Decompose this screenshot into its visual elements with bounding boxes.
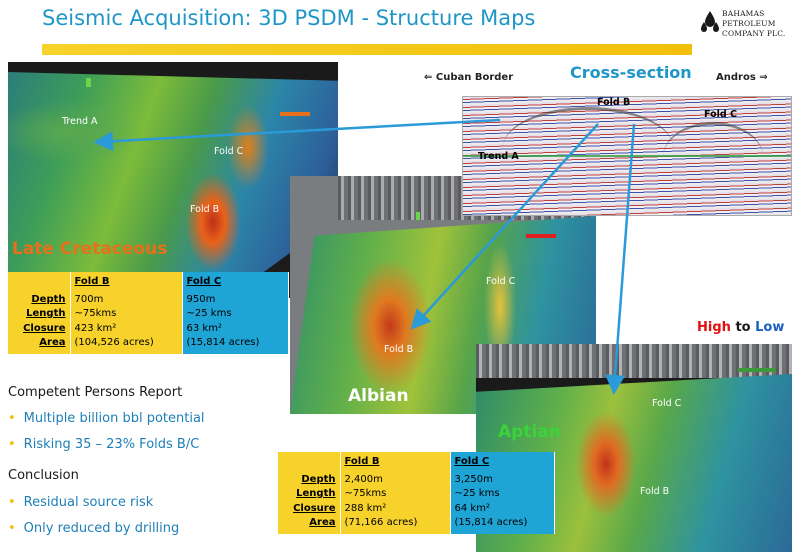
xsec-trend-a-label: Trend A bbox=[478, 151, 519, 162]
table-row: Closure 423 km² 63 km² bbox=[8, 321, 289, 336]
list-item: •Risking 35 – 23% Folds B/C bbox=[8, 437, 200, 452]
lc-fold-c-label: Fold C bbox=[214, 146, 244, 157]
fold-c-value: 63 km² bbox=[182, 321, 289, 336]
table-row: Area (71,166 acres) (15,814 acres) bbox=[278, 516, 555, 534]
albian-title: Albian bbox=[348, 386, 409, 406]
list-item: •Multiple billion bbl potential bbox=[8, 411, 205, 426]
fold-b-value: (104,526 acres) bbox=[70, 336, 183, 354]
cpr-title: Competent Persons Report bbox=[8, 385, 183, 400]
company-logo: BAHAMAS PETROLEUM COMPANY PLC. bbox=[700, 8, 796, 48]
albian-fold-c-label: Fold C bbox=[486, 276, 516, 287]
table-row: Depth 2,400m 3,250m bbox=[278, 472, 555, 487]
cross-section-title: Cross-section bbox=[570, 63, 692, 82]
arrow-left-icon: ⇐ bbox=[424, 72, 436, 83]
header-fold-b: Fold B bbox=[70, 272, 183, 293]
fold-b-value: 423 km² bbox=[70, 321, 183, 336]
late-cretaceous-title: Late Cretaceous bbox=[12, 239, 168, 259]
row-label: Closure bbox=[8, 321, 71, 336]
row-label: Closure bbox=[278, 501, 341, 516]
row-label: Length bbox=[278, 487, 341, 502]
bullet-icon: • bbox=[8, 411, 16, 426]
row-label: Area bbox=[8, 336, 71, 354]
high-to-low-legend: High to Low bbox=[697, 320, 784, 335]
fold-b-value: 288 km² bbox=[340, 501, 451, 516]
bullet-icon: • bbox=[8, 521, 16, 536]
fold-b-value: ~75kms bbox=[340, 487, 451, 502]
late-cretaceous-table: Fold B Fold C Depth 700m 950m Length ~75… bbox=[8, 272, 289, 354]
header-fold-c: Fold C bbox=[450, 452, 555, 473]
page-title: Seismic Acquisition: 3D PSDM - Structure… bbox=[42, 6, 536, 30]
high-label: High bbox=[697, 320, 731, 335]
header-fold-b: Fold B bbox=[340, 452, 451, 473]
title-underline-bar bbox=[42, 44, 692, 55]
to-label: to bbox=[735, 320, 751, 335]
logo-line-2: PETROLEUM bbox=[722, 19, 776, 28]
fold-b-value: 700m bbox=[70, 292, 183, 307]
aptian-fold-c-label: Fold C bbox=[652, 398, 682, 409]
andros-label: Andros bbox=[716, 72, 756, 83]
fold-c-value: (15,814 acres) bbox=[182, 336, 289, 354]
fold-c-value: ~25 kms bbox=[450, 487, 555, 502]
drop-logo-icon bbox=[701, 11, 719, 32]
logo-line-3: COMPANY PLC. bbox=[722, 29, 786, 38]
bullet-icon: • bbox=[8, 437, 16, 452]
fold-b-value: ~75kms bbox=[70, 307, 183, 322]
table-header-row: Fold B Fold C bbox=[8, 272, 289, 293]
fold-c-value: 3,250m bbox=[450, 472, 555, 487]
table-row: Depth 700m 950m bbox=[8, 292, 289, 307]
aptian-fold-b-label: Fold B bbox=[640, 486, 670, 497]
list-item: •Only reduced by drilling bbox=[8, 521, 180, 536]
green-marker bbox=[86, 78, 91, 87]
fold-c-value: 950m bbox=[182, 292, 289, 307]
table-row: Length ~75kms ~25 kms bbox=[8, 307, 289, 322]
aptian-seismic-strip bbox=[476, 344, 792, 378]
fold-c-value: 64 km² bbox=[450, 501, 555, 516]
table-header-row: Fold B Fold C bbox=[278, 452, 555, 473]
albian-fold-b-label: Fold B bbox=[384, 344, 414, 355]
green-marker bbox=[416, 212, 420, 220]
bullet-icon: • bbox=[8, 495, 16, 510]
table-row: Length ~75kms ~25 kms bbox=[278, 487, 555, 502]
red-marker bbox=[526, 234, 556, 238]
aptian-title: Aptian bbox=[498, 422, 561, 442]
table-row: Closure 288 km² 64 km² bbox=[278, 501, 555, 516]
row-label: Depth bbox=[8, 292, 71, 307]
logo-text: BAHAMAS PETROLEUM COMPANY PLC. bbox=[722, 9, 786, 39]
row-label: Length bbox=[8, 307, 71, 322]
lc-trend-a-label: Trend A bbox=[62, 116, 98, 127]
conclusion-title: Conclusion bbox=[8, 468, 79, 483]
late-cretaceous-map bbox=[8, 62, 338, 298]
arrow-right-icon: ⇒ bbox=[755, 72, 768, 83]
green-bar-marker bbox=[738, 368, 776, 372]
fold-c-value: (15,814 acres) bbox=[450, 516, 555, 534]
orange-marker bbox=[280, 112, 310, 116]
xsec-fold-c-label: Fold C bbox=[704, 109, 737, 120]
fold-c-value: ~25 kms bbox=[182, 307, 289, 322]
logo-line-1: BAHAMAS bbox=[722, 9, 765, 18]
xsec-fold-b-label: Fold B bbox=[597, 97, 631, 108]
row-label: Depth bbox=[278, 472, 341, 487]
row-label: Area bbox=[278, 516, 341, 534]
table-row: Area (104,526 acres) (15,814 acres) bbox=[8, 336, 289, 354]
fold-b-value: (71,166 acres) bbox=[340, 516, 451, 534]
cuban-border-label: Cuban Border bbox=[435, 72, 514, 83]
aptian-table: Fold B Fold C Depth 2,400m 3,250m Length… bbox=[278, 452, 555, 534]
andros-direction: Andros ⇒ bbox=[716, 72, 768, 83]
header-fold-c: Fold C bbox=[182, 272, 289, 293]
low-label: Low bbox=[755, 320, 785, 335]
fold-c-reflector bbox=[663, 122, 763, 192]
list-item: •Residual source risk bbox=[8, 495, 154, 510]
cuban-border-direction: ⇐ Cuban Border bbox=[424, 72, 513, 83]
fold-b-value: 2,400m bbox=[340, 472, 451, 487]
lc-fold-b-label: Fold B bbox=[190, 204, 220, 215]
fold-b-reflector bbox=[503, 107, 673, 187]
